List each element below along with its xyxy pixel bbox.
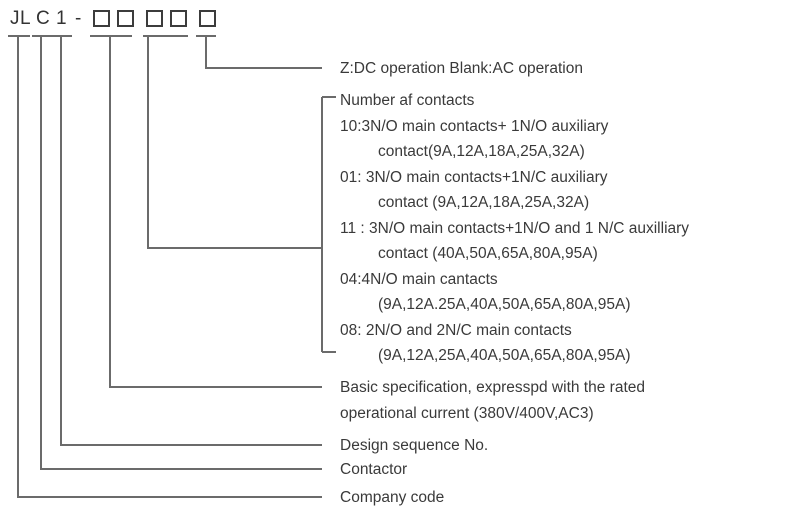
contacts-entry-01-main: 01: 3N/O main contacts+1N/C auxiliary	[340, 168, 608, 186]
code-box-4	[170, 10, 187, 27]
callout-contactor: Contactor	[340, 461, 408, 478]
leader-design-sequence	[60, 36, 322, 446]
contacts-entry-10-cont: contact(9A,12A,18A,25A,32A)	[378, 143, 585, 160]
callout-basic-spec-line2: operational current (380V/400V,AC3)	[340, 405, 594, 422]
leader-contactor	[40, 36, 322, 470]
contacts-entry-11-main: 11 : 3N/O main contacts+1N/O and 1 N/C a…	[340, 219, 690, 237]
code-box-3	[146, 10, 163, 27]
callout-company-code: Company code	[340, 489, 445, 506]
callout-contacts-group: Number af contacts 10:3N/O main contacts…	[340, 88, 689, 369]
contacts-entry-10-main: 10:3N/O main contacts+ 1N/O auxiliary	[340, 117, 609, 135]
code-box-1	[93, 10, 110, 27]
model-code-string: JL C 1 -	[0, 0, 800, 36]
code-box-5	[199, 10, 216, 27]
code-prefix-c: C	[36, 8, 51, 29]
leader-company-code	[17, 36, 322, 498]
callout-basic-spec-line1: Basic specification, expresspd with the …	[340, 379, 645, 396]
contacts-entry-11-cont: contact (40A,50A,65A,80A,95A)	[378, 245, 598, 262]
contacts-entry-04-cont: (9A,12A.25A,40A,50A,65A,80A,95A)	[378, 296, 631, 313]
code-dash: -	[75, 8, 82, 29]
leader-dcac	[205, 36, 322, 69]
code-prefix-1: 1	[56, 8, 68, 29]
contacts-entry-08-main: 08: 2N/O and 2N/C main contacts	[340, 321, 572, 339]
leader-contacts-stem	[147, 36, 322, 249]
callout-design-sequence: Design sequence No.	[340, 437, 489, 454]
code-box-2	[117, 10, 134, 27]
leader-basic-spec	[109, 36, 322, 388]
code-prefix-jl: JL	[10, 8, 32, 29]
callout-dc-ac-operation: Z:DC operation Blank:AC operation	[340, 60, 583, 77]
contacts-heading: Number af contacts	[340, 92, 475, 109]
contacts-entry-01-cont: contact (9A,12A,18A,25A,32A)	[378, 194, 590, 211]
contacts-entry-04-main: 04:4N/O main cantacts	[340, 270, 498, 288]
contacts-entry-08-cont: (9A,12A,25A,40A,50A,65A,80A,95A)	[378, 347, 631, 364]
